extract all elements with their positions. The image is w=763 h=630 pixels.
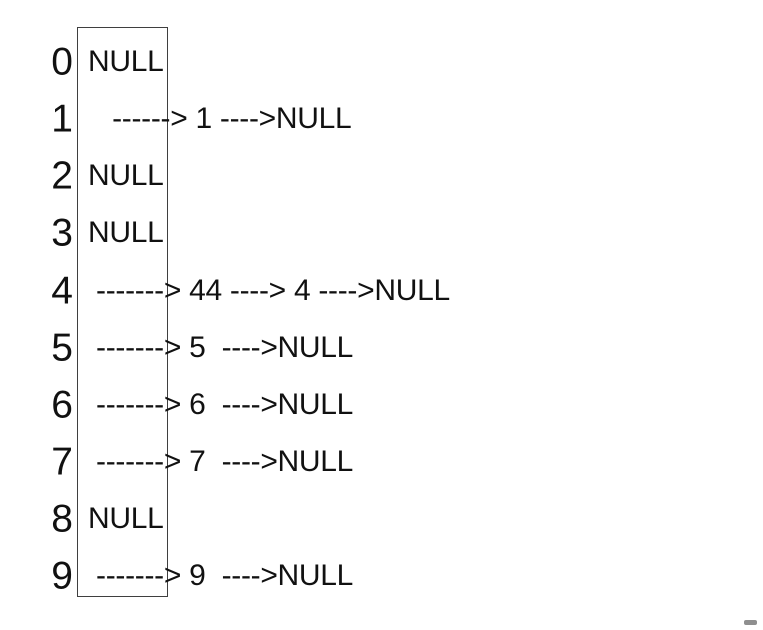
bucket-index: 9 bbox=[51, 554, 73, 597]
bucket-chain: -------> 6 ---->NULL bbox=[88, 387, 354, 421]
bucket-index: 8 bbox=[51, 497, 73, 540]
bucket-index: 7 bbox=[51, 440, 73, 483]
bucket-chain: ------> 1 ---->NULL bbox=[88, 101, 352, 135]
bucket-row-0: 0 NULL bbox=[0, 33, 763, 90]
bucket-row-6: 6 -------> 6 ---->NULL bbox=[0, 376, 763, 433]
bucket-index: 2 bbox=[51, 154, 73, 197]
bucket-chain: -------> 5 ---->NULL bbox=[88, 330, 354, 364]
bucket-chain: NULL bbox=[88, 44, 164, 78]
bucket-index: 0 bbox=[51, 40, 73, 83]
hash-table-box bbox=[77, 27, 168, 597]
bucket-chain: NULL bbox=[88, 215, 164, 249]
bucket-chain: NULL bbox=[88, 501, 164, 535]
bucket-row-8: 8 NULL bbox=[0, 490, 763, 547]
bucket-row-9: 9 -------> 9 ---->NULL bbox=[0, 547, 763, 604]
bucket-index: 6 bbox=[51, 383, 73, 426]
bucket-row-7: 7 -------> 7 ---->NULL bbox=[0, 433, 763, 490]
bucket-row-2: 2 NULL bbox=[0, 147, 763, 204]
bucket-chain: -------> 44 ----> 4 ---->NULL bbox=[88, 273, 450, 307]
bucket-chain: -------> 9 ---->NULL bbox=[88, 558, 354, 592]
bucket-row-4: 4 -------> 44 ----> 4 ---->NULL bbox=[0, 262, 763, 319]
bucket-chain: -------> 7 ---->NULL bbox=[88, 444, 354, 478]
corner-gray-dash bbox=[744, 620, 757, 625]
bucket-index: 5 bbox=[51, 326, 73, 369]
bucket-chain: NULL bbox=[88, 158, 164, 192]
bucket-index: 3 bbox=[51, 211, 73, 254]
bucket-row-3: 3 NULL bbox=[0, 204, 763, 261]
bucket-row-1: 1 ------> 1 ---->NULL bbox=[0, 90, 763, 147]
bucket-row-5: 5 -------> 5 ---->NULL bbox=[0, 319, 763, 376]
bucket-index: 4 bbox=[51, 269, 73, 312]
bucket-index: 1 bbox=[51, 97, 73, 140]
